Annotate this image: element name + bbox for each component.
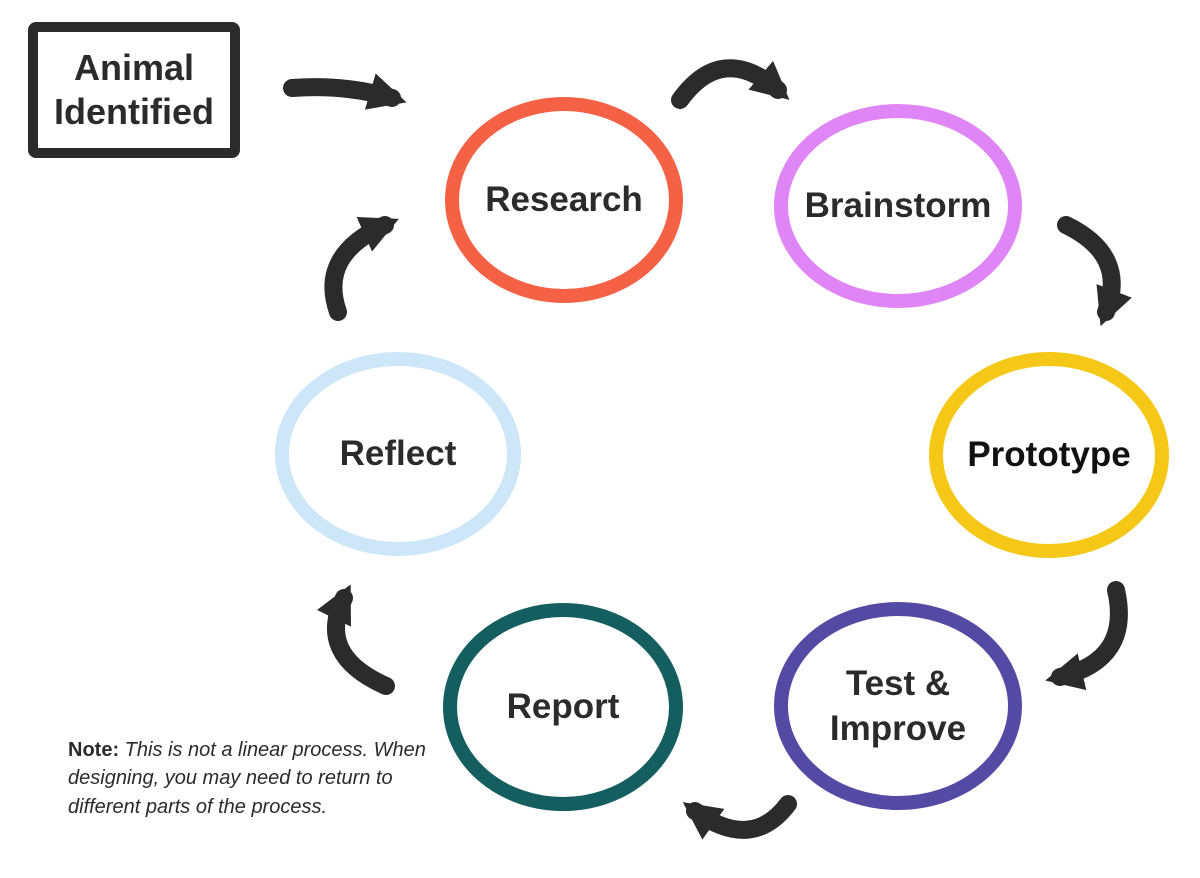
report-label: Report xyxy=(506,687,620,727)
report-circle xyxy=(443,603,683,811)
test-improve-label: Test & Improve xyxy=(781,609,1015,803)
brainstorm-label: Brainstorm xyxy=(804,186,992,226)
research-circle xyxy=(445,97,683,303)
prototype-circle xyxy=(929,352,1169,558)
arrow-prototype-to-test xyxy=(1045,581,1128,691)
arrow-reflect-to-research xyxy=(324,216,399,321)
arrow-research-to-brainstorm xyxy=(671,59,790,109)
prototype-label: Prototype xyxy=(967,435,1131,475)
start-label-line2: Identified xyxy=(54,91,214,132)
note-text: Note: This is not a linear process. When… xyxy=(68,736,428,821)
start-box-animal-identified: Animal Identified xyxy=(28,22,240,158)
start-label-line1: Animal xyxy=(73,47,195,89)
arrow-test-to-report xyxy=(682,795,797,840)
arrow-start-to-research xyxy=(283,73,407,110)
test-improve-circle xyxy=(774,602,1022,810)
arrow-brainstorm-to-prototype xyxy=(1057,216,1132,327)
test-improve-label-line1: Test & xyxy=(845,663,951,703)
note-prefix: Note: xyxy=(68,739,120,761)
research-label: Research xyxy=(485,180,643,220)
note-body: This is not a linear process. When desig… xyxy=(68,739,426,818)
reflect-label: Reflect xyxy=(339,434,457,474)
test-improve-label-line2: Improve xyxy=(829,709,967,748)
brainstorm-circle xyxy=(774,104,1022,308)
arrow-report-to-reflect xyxy=(317,584,395,695)
reflect-circle xyxy=(275,352,521,556)
